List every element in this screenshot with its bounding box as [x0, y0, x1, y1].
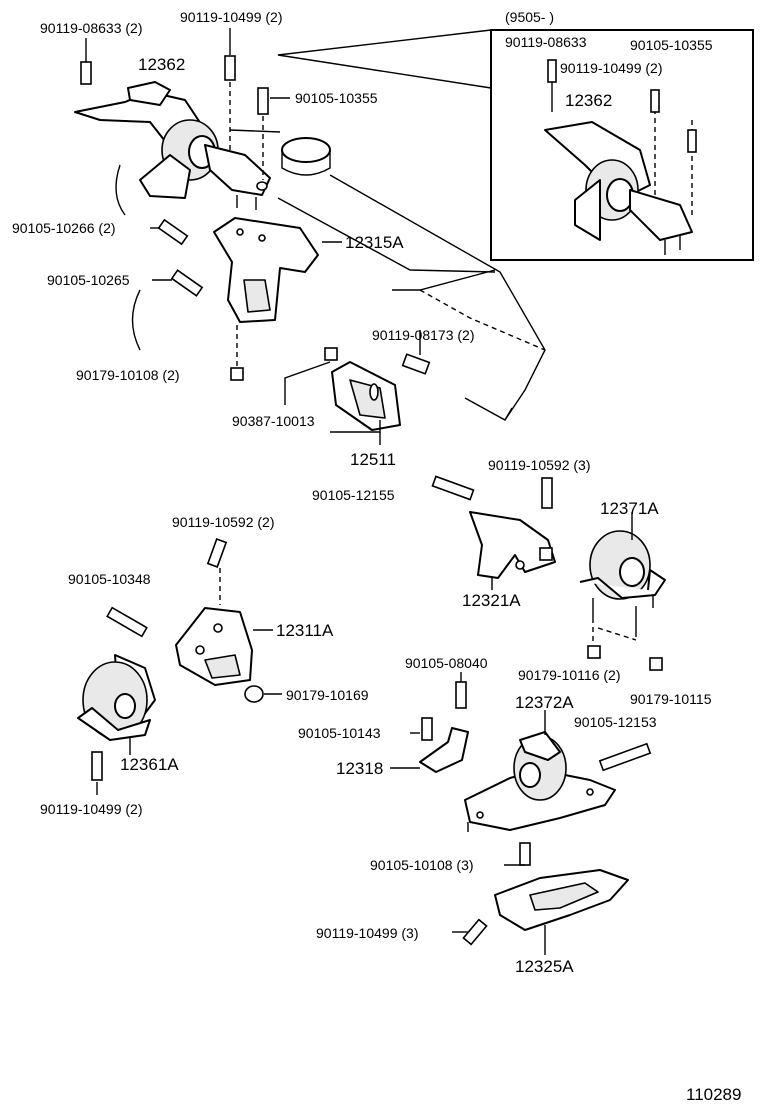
label-12325A: 12325A: [515, 957, 574, 976]
mount-12371A: [579, 512, 666, 671]
mount-12372A: [464, 710, 652, 832]
inset-label-12362: 12362: [565, 91, 612, 110]
label-12321A: 12321A: [462, 591, 521, 610]
engine-outline: [229, 129, 546, 421]
plate-12325A: [452, 842, 629, 955]
part-labels: 90119-08633 (2) 90119-10499 (2) 12362 90…: [12, 9, 741, 1104]
bracket-12511: [284, 330, 431, 445]
label-90105-12153: 90105-12153: [574, 714, 657, 730]
nut-90387-10013: [324, 347, 338, 361]
label-12372A: 12372A: [515, 693, 574, 712]
label-90179-10169: 90179-10169: [286, 687, 369, 703]
mount-12361A: [77, 654, 156, 795]
label-90119-10592-2: 90119-10592 (2): [172, 514, 274, 530]
drawing-number: 110289: [686, 1085, 741, 1104]
bracket-12315A: [213, 217, 342, 381]
inset-title: (9505- ): [505, 9, 554, 25]
inset-panel: (9505- ) 90119-08633 90105-10355 90119-1…: [277, 9, 754, 261]
bracket-12321A: [431, 475, 556, 590]
label-90105-08040: 90105-08040: [405, 655, 488, 671]
label-90105-10108: 90105-10108 (3): [370, 857, 474, 873]
bolts-left-top: [131, 218, 204, 351]
label-90119-10499-2: 90119-10499 (2): [40, 801, 142, 817]
label-12315A: 12315A: [345, 233, 404, 252]
label-90119-08173: 90119-08173 (2): [372, 327, 474, 343]
label-90179-10115: 90179-10115: [630, 691, 712, 707]
inset-label-90105-10355: 90105-10355: [630, 37, 713, 53]
label-90105-10265: 90105-10265: [47, 272, 130, 288]
label-90119-10592-3: 90119-10592 (3): [488, 457, 590, 473]
label-90105-10143: 90105-10143: [298, 725, 381, 741]
label-90105-10355: 90105-10355: [295, 90, 378, 106]
nut-90179-10169: [244, 685, 264, 703]
label-12318: 12318: [336, 759, 383, 778]
label-12361A: 12361A: [120, 755, 179, 774]
label-90119-10499-3: 90119-10499 (3): [316, 925, 418, 941]
label-12311A: 12311A: [276, 621, 334, 640]
bolt-90119-10499-lower: [91, 751, 103, 781]
label-90105-10266: 90105-10266 (2): [12, 220, 116, 236]
label-90119-08633: 90119-08633 (2): [40, 20, 142, 36]
bolts-top: [80, 28, 290, 180]
label-90179-10116: 90179-10116 (2): [518, 667, 620, 683]
label-90105-12155: 90105-12155: [312, 487, 395, 503]
inset-label-90119-08633: 90119-08633: [505, 34, 587, 50]
label-90119-10499-top: 90119-10499 (2): [180, 9, 282, 25]
bracket-12318: [390, 672, 469, 773]
mount-bracket-12362: [74, 81, 271, 216]
bolt-90105-10355: [257, 87, 269, 115]
label-90387-10013: 90387-10013: [232, 413, 315, 429]
label-12371A: 12371A: [600, 499, 659, 518]
nut-90179-10108: [230, 367, 244, 381]
bolt-90119-08633: [80, 61, 92, 85]
inset-label-90119-10499: 90119-10499 (2): [560, 60, 662, 76]
label-12362: 12362: [138, 55, 185, 74]
label-90179-10108: 90179-10108 (2): [76, 367, 180, 383]
bolt-90119-10499: [224, 55, 236, 81]
bracket-12311A: [106, 538, 282, 703]
inset-mount-bracket: [544, 59, 697, 255]
label-90105-10348: 90105-10348: [68, 571, 151, 587]
label-12511: 12511: [350, 450, 396, 469]
